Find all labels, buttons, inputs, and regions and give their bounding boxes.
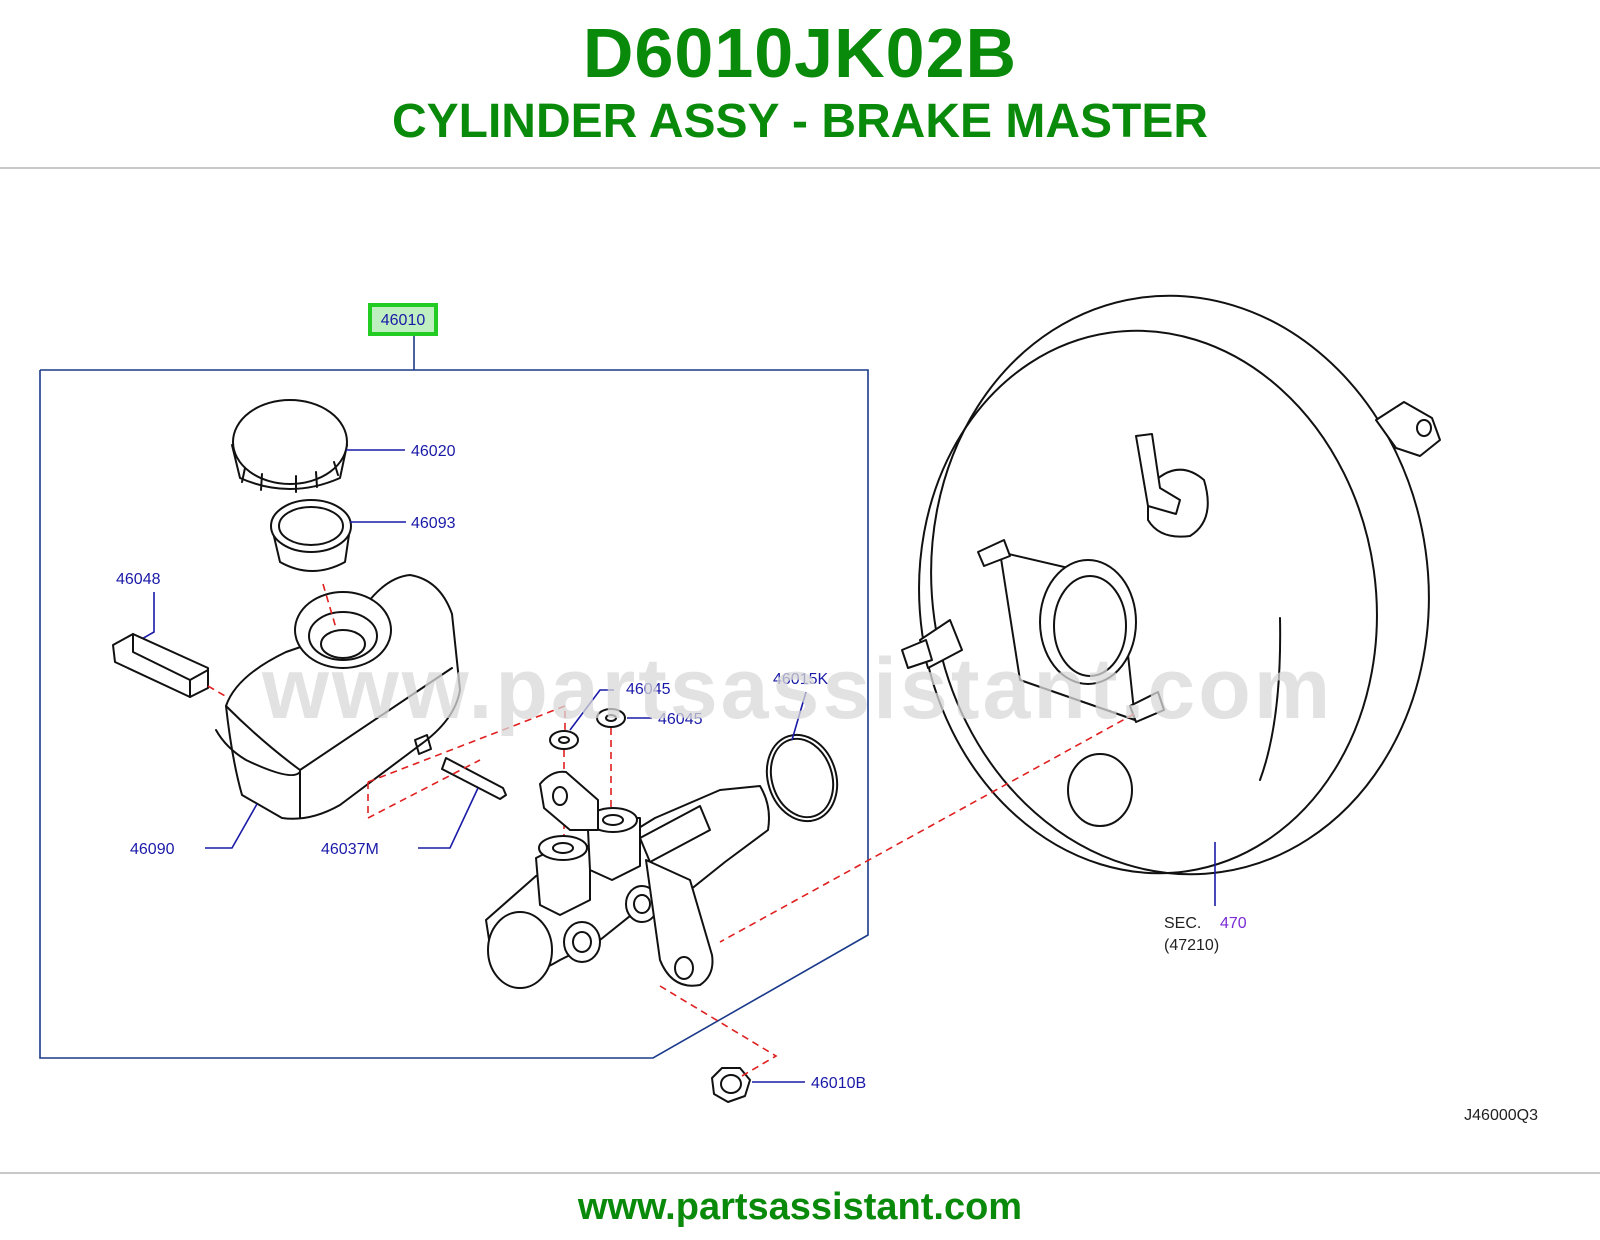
header: D6010JK02B CYLINDER ASSY - BRAKE MASTER <box>0 0 1600 168</box>
reservoir-tank <box>215 574 461 820</box>
footer-url-link[interactable]: www.partsassistant.com <box>577 1186 1023 1228</box>
header-divider <box>0 167 1600 169</box>
reservoir-strainer <box>270 499 352 572</box>
sec-label: SEC. <box>1164 915 1201 932</box>
watermark: www.partsassistant.com <box>261 641 1333 737</box>
grommet-upper <box>549 730 579 750</box>
footer-divider <box>0 1172 1600 1174</box>
retaining-pin <box>441 757 507 800</box>
callout-46015K[interactable]: 46015K <box>773 671 828 688</box>
reservoir-cap <box>231 399 348 493</box>
diagram-code: J46000Q3 <box>1464 1107 1538 1124</box>
level-sensor <box>112 633 209 698</box>
leader-46048 <box>139 592 155 641</box>
dash-pin <box>367 759 481 820</box>
grommet-lower <box>596 708 626 728</box>
callout-46090[interactable]: 46090 <box>130 841 175 858</box>
part-number: D6010JK02B <box>582 14 1018 92</box>
dash-nut <box>659 985 778 1077</box>
callout-46093[interactable]: 46093 <box>411 515 456 532</box>
dash-cap <box>322 583 337 629</box>
part-title: CYLINDER ASSY - BRAKE MASTER <box>391 95 1209 148</box>
callout-46010[interactable]: 46010 <box>368 303 438 336</box>
leader-46037M <box>418 787 479 849</box>
callout-46037M[interactable]: 46037M <box>321 841 379 858</box>
assembly-frame <box>39 369 869 1059</box>
callout-46045-lower[interactable]: 46045 <box>658 711 703 728</box>
sec-470-link[interactable]: 470 <box>1220 915 1247 932</box>
leader-46090 <box>205 803 258 849</box>
leader-46045-upper <box>569 689 614 731</box>
brake-booster <box>901 294 1441 876</box>
dash-booster-1 <box>719 713 1135 943</box>
o-ring <box>765 733 839 823</box>
callout-46045-upper[interactable]: 46045 <box>626 681 671 698</box>
dash-sensor <box>207 685 233 701</box>
master-cylinder-body <box>485 770 770 989</box>
callout-46048[interactable]: 46048 <box>116 571 161 588</box>
callout-46020[interactable]: 46020 <box>411 443 456 460</box>
leader-46015K <box>791 691 807 741</box>
callout-46010-label: 46010 <box>381 312 426 329</box>
sec-sub-label: (47210) <box>1164 937 1219 954</box>
callout-46010B[interactable]: 46010B <box>811 1075 866 1092</box>
flange-nut <box>711 1067 751 1103</box>
